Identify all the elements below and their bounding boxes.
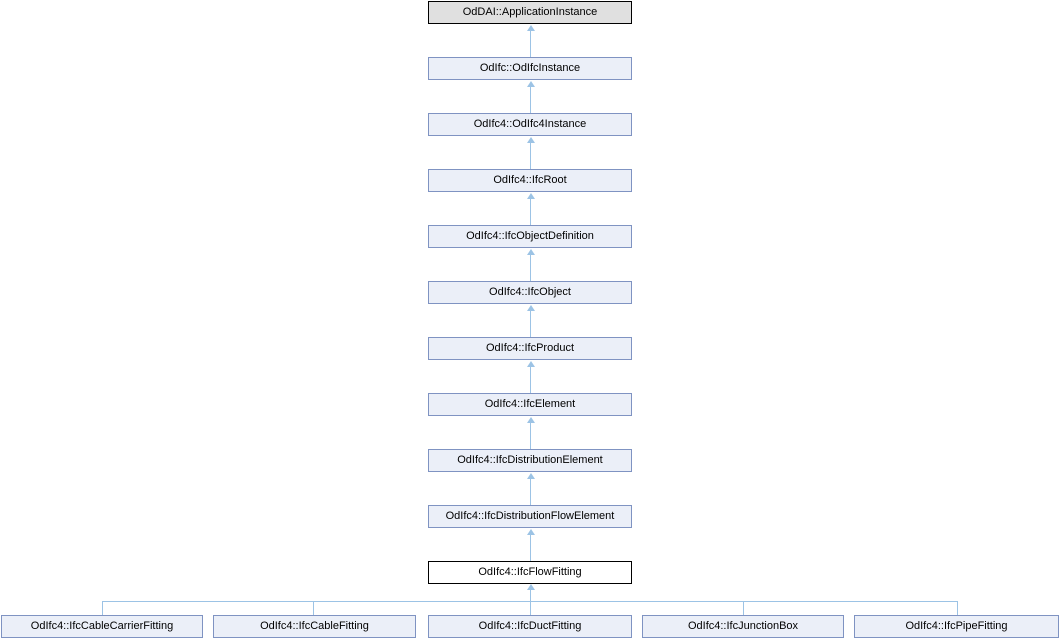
inheritance-arrow: [524, 529, 537, 561]
node-odifc4-ifcproduct[interactable]: OdIfc4::IfcProduct: [428, 337, 632, 360]
node-odifc4-ifcjunctionbox[interactable]: OdIfc4::IfcJunctionBox: [642, 615, 844, 638]
inheritance-arrow: [524, 305, 537, 337]
derived-connector-stub: [313, 601, 314, 615]
node-oddai-applicationinstance: OdDAI::ApplicationInstance: [428, 1, 632, 24]
derived-connector-line: [102, 601, 957, 602]
derived-connector-stub: [102, 601, 103, 615]
inheritance-arrow: [524, 81, 537, 113]
inheritance-arrow: [524, 249, 537, 281]
node-odifc4-ifccablecarrierfitting[interactable]: OdIfc4::IfcCableCarrierFitting: [1, 615, 203, 638]
node-odifc4-ifcdistributionelement[interactable]: OdIfc4::IfcDistributionElement: [428, 449, 632, 472]
inheritance-arrow: [524, 193, 537, 225]
node-odifc4-ifcelement[interactable]: OdIfc4::IfcElement: [428, 393, 632, 416]
node-odifc4-ifcdistributionflowelement[interactable]: OdIfc4::IfcDistributionFlowElement: [428, 505, 632, 528]
node-odifc-odifcinstance[interactable]: OdIfc::OdIfcInstance: [428, 57, 632, 80]
inheritance-arrow: [524, 417, 537, 449]
derived-connector-stub: [743, 601, 744, 615]
node-odifc4-ifcductfitting[interactable]: OdIfc4::IfcDuctFitting: [428, 615, 632, 638]
derived-connector-stub: [957, 601, 958, 615]
node-odifc4-ifcflowfitting: OdIfc4::IfcFlowFitting: [428, 561, 632, 584]
inheritance-arrow: [524, 137, 537, 169]
node-odifc4-ifcroot[interactable]: OdIfc4::IfcRoot: [428, 169, 632, 192]
inheritance-arrow: [524, 584, 537, 615]
node-odifc4-ifccablefitting[interactable]: OdIfc4::IfcCableFitting: [213, 615, 416, 638]
inheritance-arrow: [524, 361, 537, 393]
node-odifc4-ifcobjectdefinition[interactable]: OdIfc4::IfcObjectDefinition: [428, 225, 632, 248]
node-odifc4-ifcpipefitting[interactable]: OdIfc4::IfcPipeFitting: [854, 615, 1059, 638]
inheritance-arrow: [524, 473, 537, 505]
node-odifc4-odifc4instance[interactable]: OdIfc4::OdIfc4Instance: [428, 113, 632, 136]
inheritance-arrow: [524, 25, 537, 57]
node-odifc4-ifcobject[interactable]: OdIfc4::IfcObject: [428, 281, 632, 304]
